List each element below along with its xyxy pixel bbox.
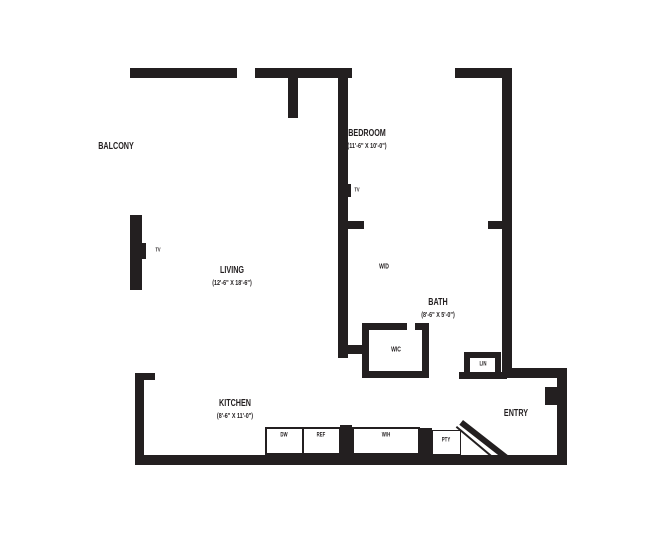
pantry-label: PTY	[441, 437, 451, 444]
entry-name: ENTRY	[503, 407, 529, 419]
wic-wall-bottom	[362, 371, 429, 378]
balcony-label: BALCONY	[98, 141, 134, 154]
linen-label: LIN	[479, 361, 487, 368]
kitchen-counter-divider	[302, 427, 304, 455]
wall-top-right	[455, 68, 512, 78]
wall-entry-step-vertical	[557, 378, 567, 465]
bath-label: BATH (8'-6" X 5'-0")	[421, 297, 455, 319]
kitchen-label: KITCHEN (8'-6" X 11'-0")	[217, 398, 253, 420]
water-heater-label: W/H	[381, 432, 391, 439]
wic-wall-top-a	[362, 323, 407, 330]
tv-mount-bedroom	[348, 184, 351, 197]
wall-entry-notch	[545, 387, 557, 405]
wall-top-middle	[255, 68, 352, 78]
kitchen-dimensions: (8'-6" X 11'-0")	[216, 410, 254, 420]
bedroom-name: BEDROOM	[348, 128, 386, 140]
bedroom-dimensions: (11'-6" X 10'-0")	[347, 140, 387, 150]
wall-left-lower-cap	[135, 373, 155, 380]
wall-left-lower	[135, 373, 144, 465]
tv-label-bedroom: TV	[354, 187, 360, 194]
wall-bedroom-bath-tick-right	[488, 221, 512, 229]
counter-stub-1	[340, 425, 352, 455]
wall-living-bedroom-divider	[338, 78, 348, 358]
wall-bottom	[135, 455, 567, 465]
kitchen-name: KITCHEN	[218, 398, 251, 410]
entry-label: ENTRY	[504, 408, 528, 421]
wall-balcony-block	[130, 215, 142, 290]
linen-wall-right	[495, 352, 501, 378]
bedroom-closet-stub-left	[288, 78, 298, 118]
bath-name: BATH	[428, 297, 448, 309]
wall-entry-step-horizontal	[502, 368, 567, 378]
wic-wall-left	[362, 323, 369, 378]
living-dimensions: (12'-6" X 18'-6")	[212, 277, 252, 287]
refrigerator-label: REF	[316, 432, 326, 439]
bedroom-label: BEDROOM (11'-6" X 10'-0")	[347, 128, 386, 150]
appliance-box	[352, 427, 420, 455]
counter-stub-2	[420, 428, 432, 455]
wic-wall-right	[422, 323, 429, 378]
living-label: LIVING (12'-6" X 18'-6")	[212, 265, 252, 287]
living-name: LIVING	[219, 265, 245, 277]
tv-mount-living	[142, 243, 146, 259]
laundry-label: W/D	[379, 263, 389, 271]
wall-entry-top	[459, 372, 507, 379]
dishwasher-label: DW	[280, 432, 288, 439]
wall-bedroom-bath-tick-left	[338, 221, 364, 229]
linen-wall-left	[464, 352, 470, 378]
walk-in-closet-label: WIC	[391, 346, 401, 354]
balcony-name: BALCONY	[98, 140, 134, 152]
linen-wall-top	[464, 352, 501, 358]
tv-label-living: TV	[155, 247, 161, 254]
bath-dimensions: (8'-6" X 5'-0")	[421, 309, 455, 319]
wall-top-left	[130, 68, 237, 78]
wic-connector-wall	[338, 345, 368, 354]
pantry-box	[432, 430, 461, 455]
